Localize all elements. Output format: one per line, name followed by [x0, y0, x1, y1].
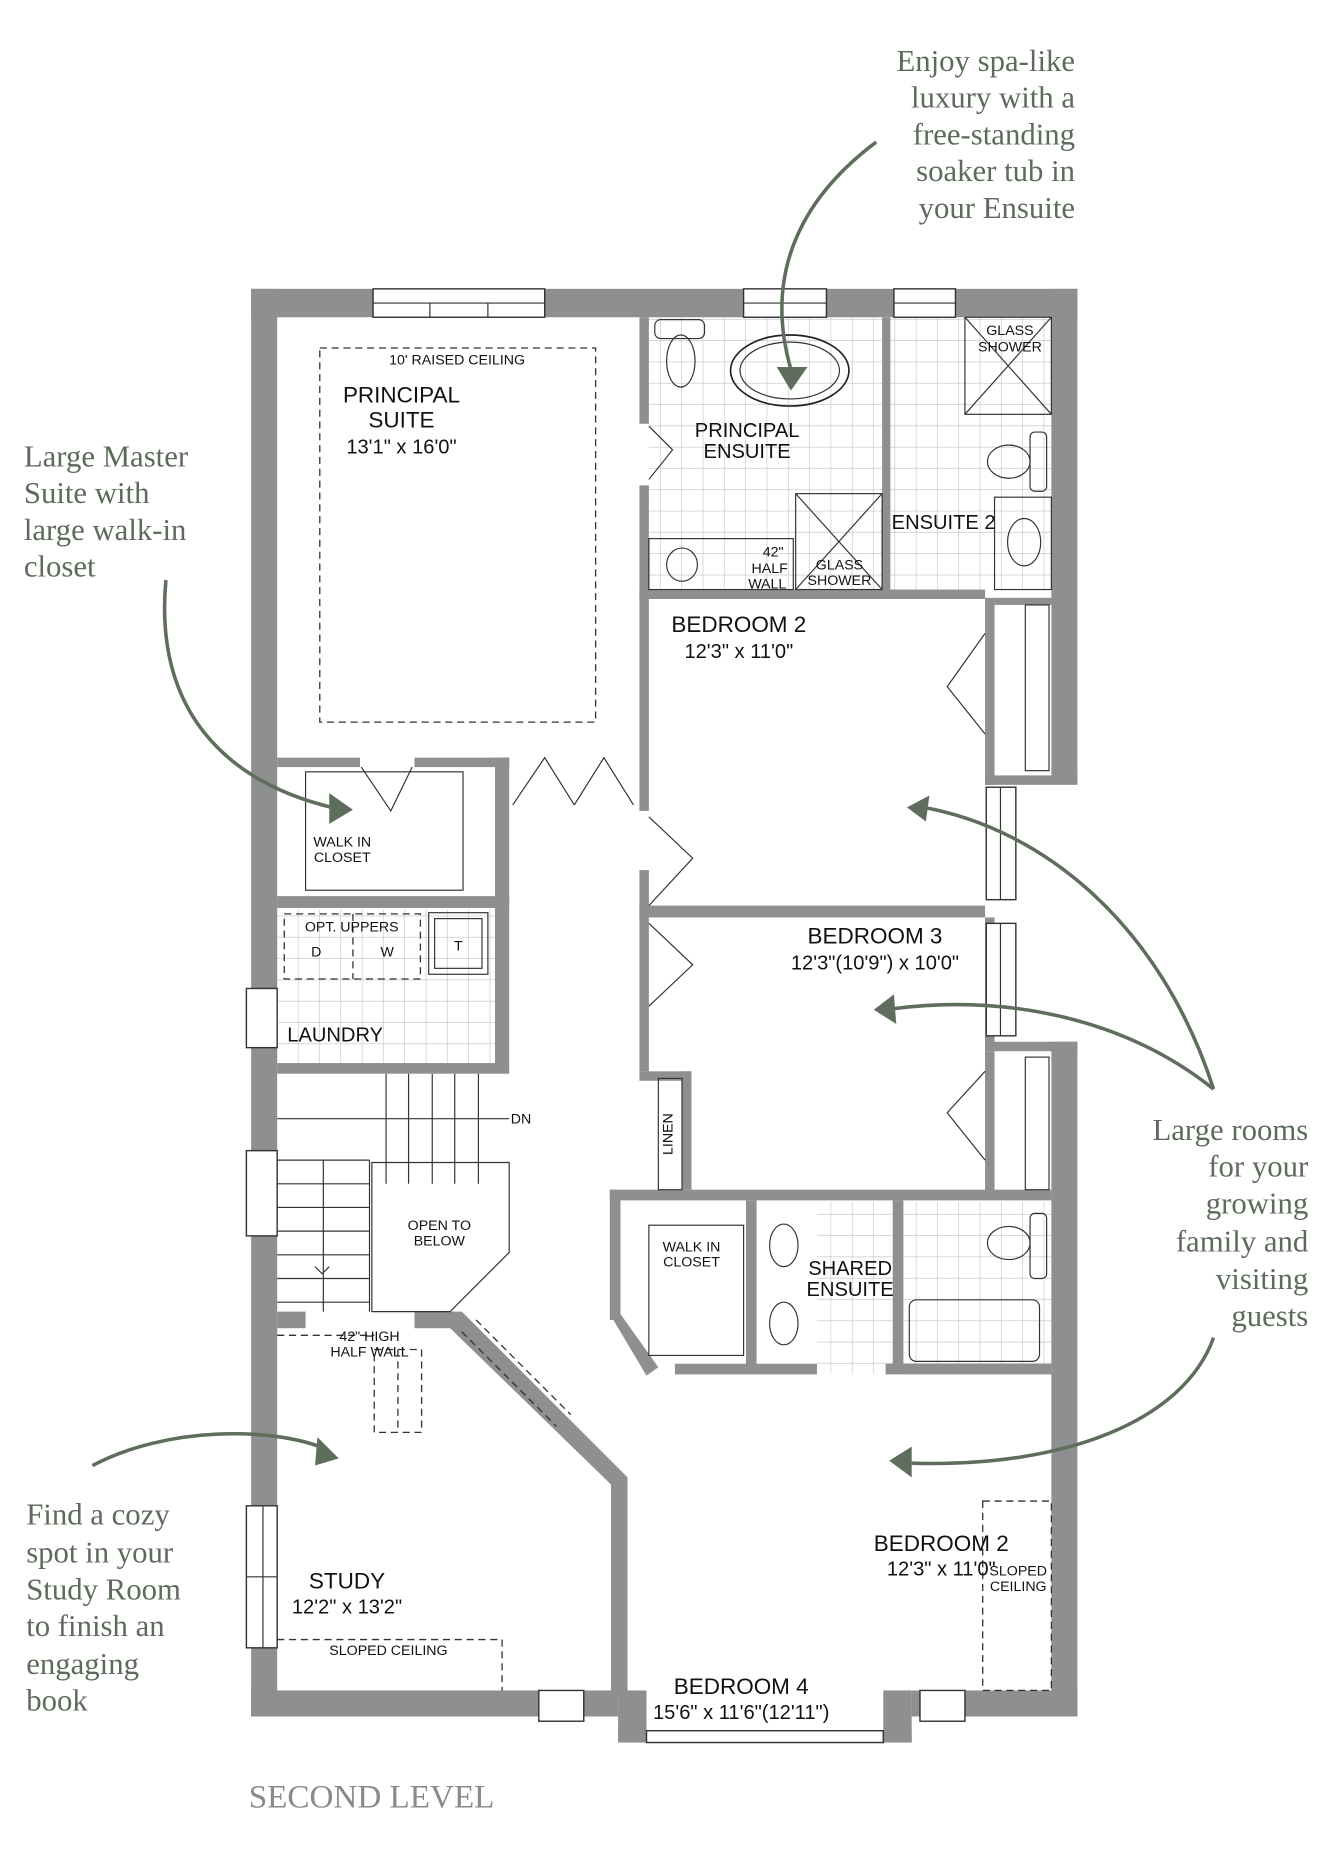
annotation-line: closet: [24, 550, 96, 584]
bedroom-2-top-dims: 12'3" x 11'0": [684, 641, 793, 663]
annotation-line: to finish an: [26, 1609, 164, 1643]
dryer-label: D: [311, 945, 321, 961]
study-label: STUDY: [309, 1569, 385, 1594]
open-to-below-label-2: BELOW: [414, 1233, 466, 1249]
half-wall-note-3: WALL: [748, 576, 786, 592]
raised-ceiling-note: 10' RAISED CEILING: [389, 353, 525, 369]
bedroom-2-top-label: BEDROOM 2: [671, 612, 806, 637]
annotation-line: guests: [1231, 1299, 1308, 1333]
annotation-rooms: Large rooms for your growing family and …: [1152, 1113, 1308, 1333]
stairs: [277, 1073, 510, 1313]
bedroom-4-label: BEDROOM 4: [674, 1674, 809, 1699]
windows: [245, 288, 1017, 1744]
fixtures: [277, 316, 1053, 1692]
walk-in-closet-label: WALK IN: [313, 834, 371, 850]
plan-title: SECOND LEVEL: [249, 1779, 495, 1816]
glass-shower-label: GLASS: [816, 557, 863, 573]
annotation-line: Suite with: [24, 476, 150, 510]
bedroom-2-bottom-dims: 12'3" x 11'0": [887, 1559, 996, 1581]
study-dims: 12'2" x 13'2": [292, 1597, 402, 1619]
principal-suite-label-2: SUITE: [368, 407, 434, 432]
bedroom-4-dims: 15'6" x 11'6"(12'11"): [653, 1702, 829, 1724]
annotation-arrows: [91, 140, 1216, 1478]
sloped-ceiling-note-2b: CEILING: [990, 1579, 1047, 1595]
half-wall-note: 42": [763, 544, 784, 560]
half-wall-label: 42" HIGH: [339, 1329, 399, 1345]
annotation-line: Find a cozy: [26, 1498, 170, 1532]
principal-suite-label: PRINCIPAL: [343, 382, 460, 407]
shared-ensuite-label-2: ENSUITE: [807, 1279, 894, 1301]
laundry-tub-label: T: [454, 939, 463, 955]
glass-shower-label-3: GLASS: [986, 323, 1033, 339]
walk-in-closet-2-label-2: CLOSET: [663, 1255, 720, 1271]
bedroom-3-label: BEDROOM 3: [808, 923, 943, 948]
annotation-line: your Ensuite: [919, 191, 1075, 225]
principal-ensuite-label: PRINCIPAL: [695, 420, 800, 442]
annotation-spa: Enjoy spa-like luxury with a free-standi…: [896, 44, 1075, 225]
glass-shower-label-4: SHOWER: [978, 340, 1042, 356]
annotation-line: free-standing: [913, 117, 1075, 151]
annotation-line: for your: [1208, 1150, 1308, 1184]
annotation-line: growing: [1206, 1186, 1309, 1220]
ensuite-2-label: ENSUITE 2: [892, 512, 996, 534]
soaker-tub: [729, 334, 850, 407]
laundry-label: LAUNDRY: [287, 1025, 383, 1047]
annotation-study: Find a cozy spot in your Study Room to f…: [26, 1498, 181, 1718]
annotation-line: book: [26, 1684, 88, 1718]
annotation-master: Large Master Suite with large walk-in cl…: [24, 439, 188, 583]
open-to-below-label: OPEN TO: [408, 1218, 471, 1234]
principal-suite-dims: 13'1" x 16'0": [346, 436, 456, 458]
bedroom-3-dims: 12'3"(10'9") x 10'0": [791, 953, 959, 975]
sloped-ceiling-note: SLOPED CEILING: [329, 1643, 447, 1659]
annotation-line: family and: [1176, 1224, 1308, 1258]
bedroom-2-bottom-label: BEDROOM 2: [874, 1531, 1009, 1556]
half-wall-note-2: HALF: [751, 561, 788, 577]
bathroom-tiles: [277, 317, 1052, 1374]
annotation-line: visiting: [1216, 1262, 1308, 1296]
linen-label: LINEN: [661, 1113, 677, 1155]
half-wall-label-2: HALF WALL: [330, 1345, 408, 1361]
opt-uppers-note: OPT. UPPERS: [305, 920, 399, 936]
walk-in-closet-2-label: WALK IN: [663, 1239, 721, 1255]
room-labels: 10' RAISED CEILING PRINCIPAL SUITE 13'1"…: [287, 323, 1047, 1724]
stairs-down-label: DN: [511, 1111, 532, 1127]
annotation-line: engaging: [26, 1647, 139, 1681]
annotation-line: Study Room: [26, 1572, 181, 1606]
shared-ensuite-label: SHARED: [808, 1258, 892, 1280]
annotation-line: soaker tub in: [916, 154, 1075, 188]
annotation-line: Enjoy spa-like: [896, 44, 1075, 78]
walk-in-closet-label-2: CLOSET: [314, 850, 371, 866]
annotation-line: large walk-in: [24, 513, 187, 547]
washer-label: W: [381, 945, 395, 961]
annotation-line: spot in your: [26, 1536, 173, 1570]
glass-shower-label-2: SHOWER: [808, 573, 872, 589]
annotation-line: luxury with a: [911, 81, 1075, 115]
principal-ensuite-label-2: ENSUITE: [704, 441, 791, 463]
annotation-line: Large Master: [24, 439, 188, 473]
sloped-ceiling-note-2: SLOPED: [989, 1564, 1047, 1580]
annotation-line: Large rooms: [1152, 1113, 1308, 1147]
